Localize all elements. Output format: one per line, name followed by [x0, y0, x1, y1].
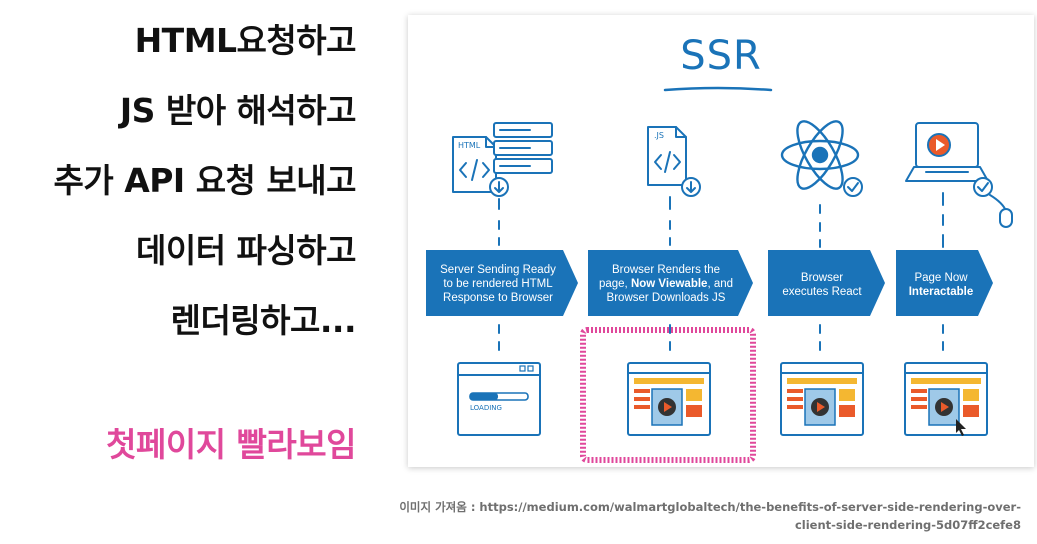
check-icon: [974, 178, 992, 196]
headline-line-5: 렌더링하고...: [171, 294, 356, 342]
js-file-label: .JS: [654, 131, 664, 140]
headline-line-1: HTML요청하고: [135, 14, 356, 62]
mouse-icon: [1000, 209, 1012, 227]
react-window: [781, 363, 863, 435]
caption-line-1: 이미지 가져옴 : https://medium.com/walmartglob…: [399, 498, 1021, 516]
headline-line-3: 추가 API 요청 보내고: [54, 154, 357, 202]
image-source-caption: 이미지 가져옴 : https://medium.com/walmartglob…: [399, 498, 1021, 534]
headline-highlight: 첫페이지 빨라보임: [106, 418, 356, 466]
stage-2-label: Browser Renders the page, Now Viewable, …: [590, 263, 742, 305]
caption-line-2: client-side-rendering-5d07ff2cefe8: [399, 516, 1021, 534]
server-icon: [494, 123, 552, 173]
ssr-diagram: SSR: [408, 15, 1034, 467]
stage-1-label: Server Sending Ready to be rendered HTML…: [428, 263, 568, 305]
html-file-label: HTML: [458, 141, 480, 150]
loading-label: LOADING: [470, 404, 502, 412]
check-icon: [844, 178, 862, 196]
viewable-window: [628, 363, 710, 435]
loading-window: [458, 363, 540, 435]
stage-3-label: Browser executes React: [768, 271, 876, 299]
headline-line-4: 데이터 파싱하고: [136, 224, 356, 272]
interactable-window: [905, 363, 987, 436]
headline-line-2: JS 받아 해석하고: [120, 84, 356, 132]
laptop-icon: [906, 123, 1012, 227]
diagram-graphics: [408, 15, 1034, 467]
stage-4-label: Page Now Interactable: [898, 271, 984, 299]
